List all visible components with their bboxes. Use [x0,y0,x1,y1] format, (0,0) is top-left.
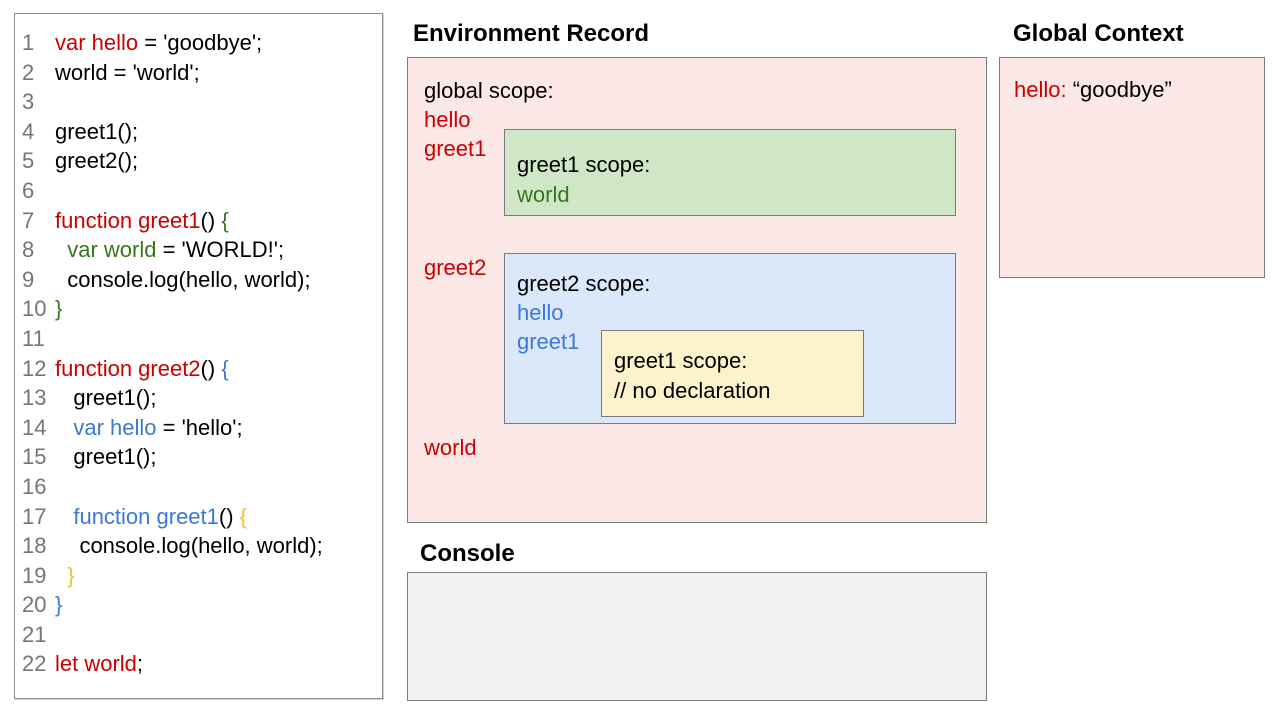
line-number: 11 [22,325,45,351]
code-line-22: 22 let world; [15,649,382,679]
code-line-8: 8 var world = 'WORLD!'; [15,235,382,265]
greet1-scope-box: greet1 scope: world [504,129,956,216]
line-number: 3 [22,89,35,115]
line-number: 7 [22,207,35,233]
global-context-entry: hello: “goodbye” [1014,76,1172,103]
code-text: world = 'world'; [55,59,200,85]
code-text: console.log(hello, world); [55,266,311,292]
code-line-16: 16 [15,472,382,502]
code-text: var hello = 'goodbye'; [55,30,263,55]
line-number: 6 [22,177,35,203]
code-text: greet1(); [55,118,139,144]
code-text: greet1(); [55,385,157,411]
code-text: } [55,592,63,618]
line-number: 16 [22,473,47,499]
inner-greet1-scope-label: greet1 scope: [614,348,748,373]
line-number: 9 [22,266,35,292]
line-number: 21 [22,621,47,647]
code-text: function greet1() { [55,207,229,233]
greet2-scope-var-hello: hello [517,300,564,325]
code-line-20: 20} [15,590,382,620]
code-line-21: 21 [15,620,382,650]
code-editor-panel: 1 var hello = 'goodbye'; 2 world = 'world';… [14,13,383,699]
global-var-world: world [424,435,477,460]
line-number: 22 [22,651,47,677]
global-var-greet1: greet1 [424,136,487,161]
console-title: Console [420,540,515,567]
code-line-17: 17 function greet1() { [15,502,382,532]
code-line-6: 6 [15,176,382,206]
code-line-19: 19 } [15,561,382,591]
code-line-5: 5 greet2(); [15,146,382,176]
line-number: 17 [22,503,47,529]
inner-greet1-scope-comment: // no declaration [614,378,771,403]
inner-greet1-scope-box: greet1 scope: // no declaration [601,330,864,417]
code-text: } [55,296,63,322]
code-text: var world = 'WORLD!'; [67,237,285,263]
code-line-15: 15 greet1(); [15,442,382,472]
code-line-14: 14 var hello = 'hello'; [15,413,382,443]
global-context-title: Global Context [1013,20,1184,47]
code-text: let world; [55,651,144,677]
code-line-18: 18 console.log(hello, world); [15,531,382,561]
line-number: 10 [22,296,47,322]
environment-record-title: Environment Record [413,20,650,47]
code-line-10: 10} [15,294,382,324]
greet2-scope-var-greet1: greet1 [517,329,580,354]
global-context-box: hello: “goodbye” [999,57,1265,278]
console-output-box [407,572,987,701]
code-text: greet2(); [55,148,139,174]
line-number: 12 [22,355,47,381]
line-number: 5 [22,148,35,174]
global-scope-label: global scope: [424,78,554,103]
code-text: } [67,562,75,588]
global-var-hello: hello [424,107,471,132]
global-context-entry-key: hello: [1014,77,1067,102]
line-number: 8 [22,237,35,263]
code-lines: 1 var hello = 'goodbye'; 2 world = 'world';… [15,28,382,679]
greet2-scope-label: greet2 scope: [517,271,651,296]
code-line-3: 3 [15,87,382,117]
line-number: 4 [22,118,35,144]
line-number: 13 [22,385,47,411]
code-line-4: 4 greet1(); [15,117,382,147]
global-var-greet2: greet2 [424,255,487,280]
code-line-1: 1 var hello = 'goodbye'; [15,28,382,58]
global-scope-box: global scope: hello greet1 greet2 world … [407,57,987,523]
line-number: 1 [22,30,35,55]
code-line-9: 9 console.log(hello, world); [15,265,382,295]
line-number: 19 [22,562,47,588]
code-line-7: 7 function greet1() { [15,206,382,236]
line-number: 18 [22,533,47,559]
code-text: function greet1() { [73,503,248,529]
line-number: 20 [22,592,47,618]
code-text: function greet2() { [55,355,229,381]
code-line-11: 11 [15,324,382,354]
code-text: greet1(); [55,444,157,470]
code-line-12: 12 function greet2() { [15,354,382,384]
global-context-entry-value: “goodbye” [1072,77,1172,102]
greet2-scope-box: greet2 scope: hello greet1 greet1 scope:… [504,253,956,424]
code-line-2: 2 world = 'world'; [15,58,382,88]
greet1-scope-var-world: world [517,182,570,207]
line-number: 14 [22,414,47,440]
code-text: console.log(hello, world); [55,533,323,559]
greet1-scope-label: greet1 scope: [517,152,651,177]
code-text: var hello = 'hello'; [73,414,243,440]
code-line-13: 13 greet1(); [15,383,382,413]
line-number: 15 [22,444,47,470]
line-number: 2 [22,59,35,85]
